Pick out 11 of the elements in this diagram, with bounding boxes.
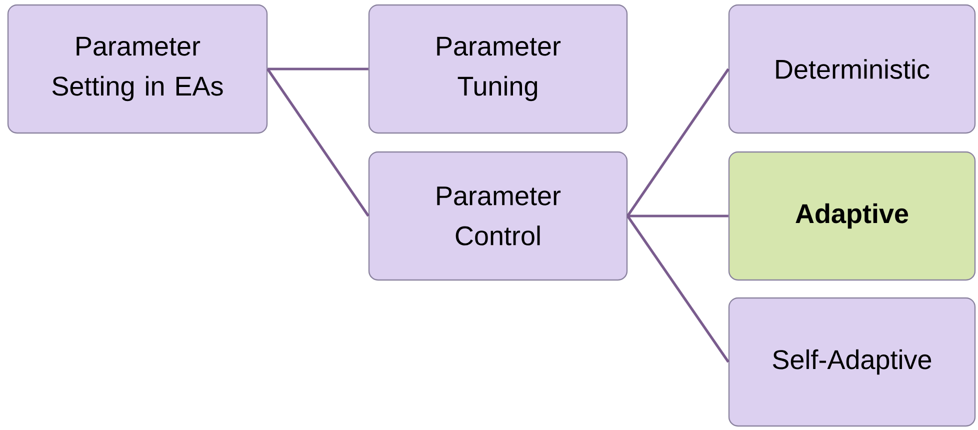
connector-line [268,68,368,70]
box: Adaptive [728,151,976,281]
box: Parameter Setting in EAs [7,4,268,134]
connector-line [626,68,730,217]
connector-line [628,214,728,218]
connector-line [266,68,370,217]
box: Deterministic [728,4,976,134]
connector-line [626,215,730,363]
box: Self-Adaptive [728,297,976,427]
box: Parameter Tuning [368,4,628,134]
box: Parameter Control [368,151,628,281]
